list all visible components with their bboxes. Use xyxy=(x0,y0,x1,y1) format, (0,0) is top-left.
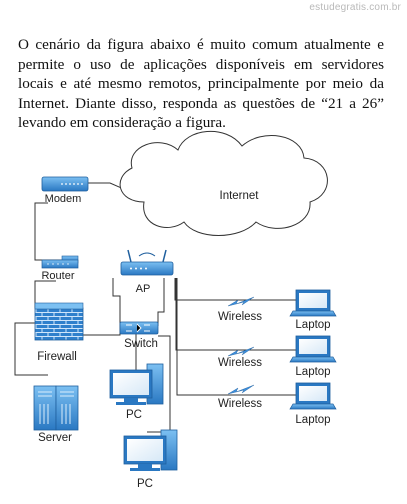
router-label: Router xyxy=(41,270,74,282)
router-icon xyxy=(41,255,79,269)
wireless-icon xyxy=(227,384,255,395)
site-watermark: estudegratis.com.br xyxy=(309,2,401,13)
server-icon xyxy=(33,385,79,431)
laptop-label: Laptop xyxy=(295,414,330,426)
laptop-label: Laptop xyxy=(295,366,330,378)
internet-label: Internet xyxy=(220,190,260,202)
pc-label: PC xyxy=(137,478,153,490)
modem-label: Modem xyxy=(45,193,82,205)
server-label: Server xyxy=(38,432,72,444)
switch-label: Switch xyxy=(124,338,158,350)
wireless-icon xyxy=(227,346,255,357)
wireless-label: Wireless xyxy=(218,357,262,369)
question-text: O cenário da figura abaixo é muito comum… xyxy=(18,36,384,131)
laptop-icon xyxy=(289,382,337,410)
modem-icon xyxy=(41,176,89,192)
wireless-label: Wireless xyxy=(218,311,262,323)
access-point-icon xyxy=(120,249,174,276)
wireless-icon xyxy=(227,296,255,307)
laptop-icon xyxy=(289,289,337,317)
laptop-label: Laptop xyxy=(295,319,330,331)
switch-icon xyxy=(119,321,159,335)
pc-icon xyxy=(109,363,164,405)
wireless-label: Wireless xyxy=(218,398,262,410)
pc-label: PC xyxy=(126,409,142,421)
internet-cloud-icon xyxy=(119,131,328,236)
firewall-label: Firewall xyxy=(37,351,77,363)
laptop-icon xyxy=(289,335,337,363)
firewall-icon xyxy=(34,302,84,341)
ap-label: AP xyxy=(136,283,151,295)
pc-icon xyxy=(123,429,178,471)
